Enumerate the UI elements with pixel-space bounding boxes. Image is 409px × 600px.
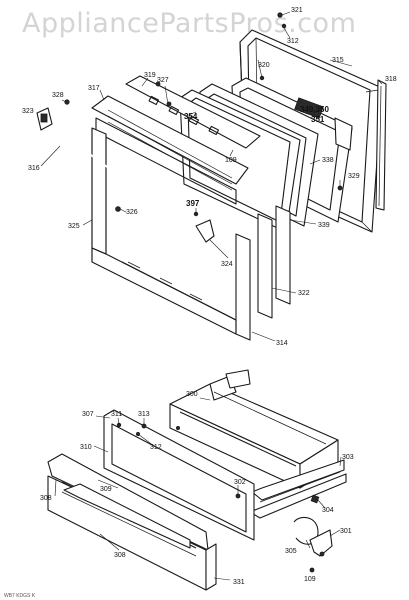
label-351: 351 bbox=[311, 115, 325, 124]
label-329: 329 bbox=[348, 173, 360, 180]
label-320: 320 bbox=[258, 62, 270, 69]
label-300: 300 bbox=[186, 391, 198, 398]
label-308a: 308 bbox=[40, 495, 52, 502]
label-308b: 308 bbox=[114, 552, 126, 559]
label-314: 314 bbox=[276, 340, 288, 347]
label-319: 319 bbox=[144, 72, 156, 79]
label-310: 310 bbox=[80, 444, 92, 451]
label-109b: 109 bbox=[304, 576, 316, 583]
label-311: 311 bbox=[111, 411, 122, 418]
watermark-text: AppliancePartsPros.com bbox=[22, 8, 356, 39]
label-323: 323 bbox=[22, 108, 34, 115]
label-326: 326 bbox=[126, 209, 138, 216]
label-338: 338 bbox=[322, 157, 334, 164]
leader-lines bbox=[40, 11, 383, 581]
label-109a: 109 bbox=[225, 157, 237, 164]
label-331: 331 bbox=[233, 579, 245, 586]
drawer-outer-front bbox=[47, 453, 217, 591]
drawer-front-panel bbox=[103, 409, 255, 541]
label-301: 301 bbox=[340, 528, 352, 535]
label-313: 313 bbox=[138, 411, 150, 418]
drawer-side-rail bbox=[249, 459, 347, 519]
footer-code: WB7 KDGS K bbox=[4, 593, 36, 599]
label-322: 322 bbox=[298, 290, 310, 297]
label-324: 324 bbox=[221, 261, 233, 268]
label-309: 309 bbox=[100, 486, 112, 493]
door-front-frame bbox=[91, 127, 291, 341]
label-349-350: 349,350 bbox=[300, 105, 329, 114]
label-354: 354 bbox=[184, 112, 198, 121]
label-328: 328 bbox=[52, 92, 64, 99]
label-339: 339 bbox=[318, 222, 330, 229]
label-397: 397 bbox=[186, 199, 200, 208]
label-315: 315 bbox=[332, 57, 344, 64]
label-302: 302 bbox=[234, 479, 246, 486]
label-312b: 312 bbox=[150, 444, 162, 451]
label-303: 303 bbox=[342, 454, 354, 461]
label-325: 325 bbox=[68, 223, 80, 230]
label-304: 304 bbox=[322, 507, 334, 514]
label-305: 305 bbox=[285, 548, 297, 555]
label-327: 327 bbox=[157, 77, 169, 84]
label-312a: 312 bbox=[287, 38, 299, 45]
label-321: 321 bbox=[291, 7, 303, 14]
label-317: 317 bbox=[88, 85, 100, 92]
door-vent-trim bbox=[91, 75, 261, 205]
label-318: 318 bbox=[385, 76, 397, 83]
label-316: 316 bbox=[28, 165, 40, 172]
door-hinge-strip bbox=[375, 79, 387, 211]
label-307: 307 bbox=[82, 411, 94, 418]
part-callouts: 321 312 315 320 318 319 327 317 328 323 … bbox=[22, 7, 397, 586]
door-handle-rod bbox=[56, 129, 191, 229]
